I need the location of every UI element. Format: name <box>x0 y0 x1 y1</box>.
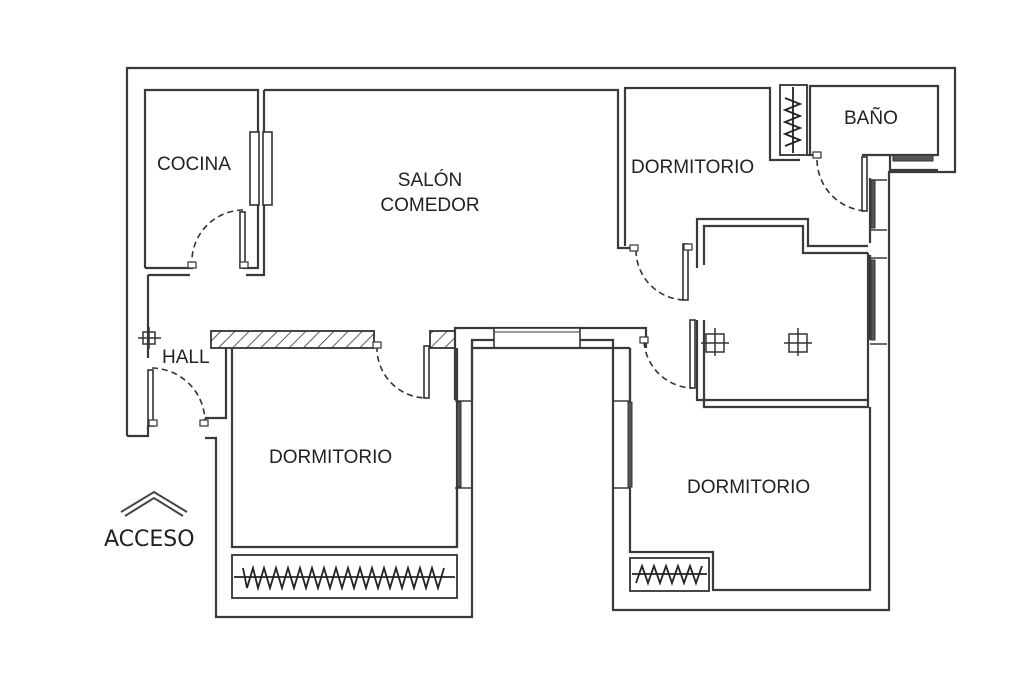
salon-walls <box>264 86 800 250</box>
room-label-hall: HALL <box>162 347 210 368</box>
hatched-wall <box>429 330 456 349</box>
access-label: ACCESO <box>104 527 195 552</box>
room-label-bano: BAÑO <box>844 107 898 129</box>
right-bedroom-walls <box>613 319 872 592</box>
entrance-door[interactable] <box>147 369 154 427</box>
ceiling-light-icon <box>784 328 812 356</box>
central-passage <box>453 326 648 400</box>
ceiling-light-icon <box>138 327 161 349</box>
room-label-dormitorio-right: DORMITORIO <box>687 477 810 498</box>
room-label-dormitorio-top: DORMITORIO <box>631 157 754 178</box>
exterior-walls <box>125 66 957 619</box>
room-label-comedor: COMEDOR <box>380 195 479 216</box>
hall-walls <box>138 327 228 427</box>
room-label-dormitorio-left: DORMITORIO <box>269 447 392 468</box>
hatched-wall <box>210 330 375 349</box>
ceiling-light-icon <box>701 328 729 356</box>
kitchen-door[interactable] <box>239 211 246 269</box>
right-bedroom-door[interactable] <box>689 319 696 389</box>
linen-closet <box>779 84 808 156</box>
room-label-cocina: COCINA <box>157 154 231 175</box>
room-label-salon: SALÓN <box>398 169 462 191</box>
left-bedroom-door[interactable] <box>423 345 430 399</box>
bathroom-door[interactable] <box>861 156 868 212</box>
wardrobe <box>629 557 710 592</box>
kitchen-walls <box>143 88 273 358</box>
middle-room-walls <box>629 217 870 409</box>
middle-door-upper[interactable] <box>682 243 689 301</box>
left-bedroom-walls <box>230 340 474 599</box>
bathroom-walls <box>807 84 940 212</box>
east-corridor <box>868 178 887 345</box>
wardrobe <box>231 554 458 599</box>
access-arrow-icon <box>120 490 188 517</box>
